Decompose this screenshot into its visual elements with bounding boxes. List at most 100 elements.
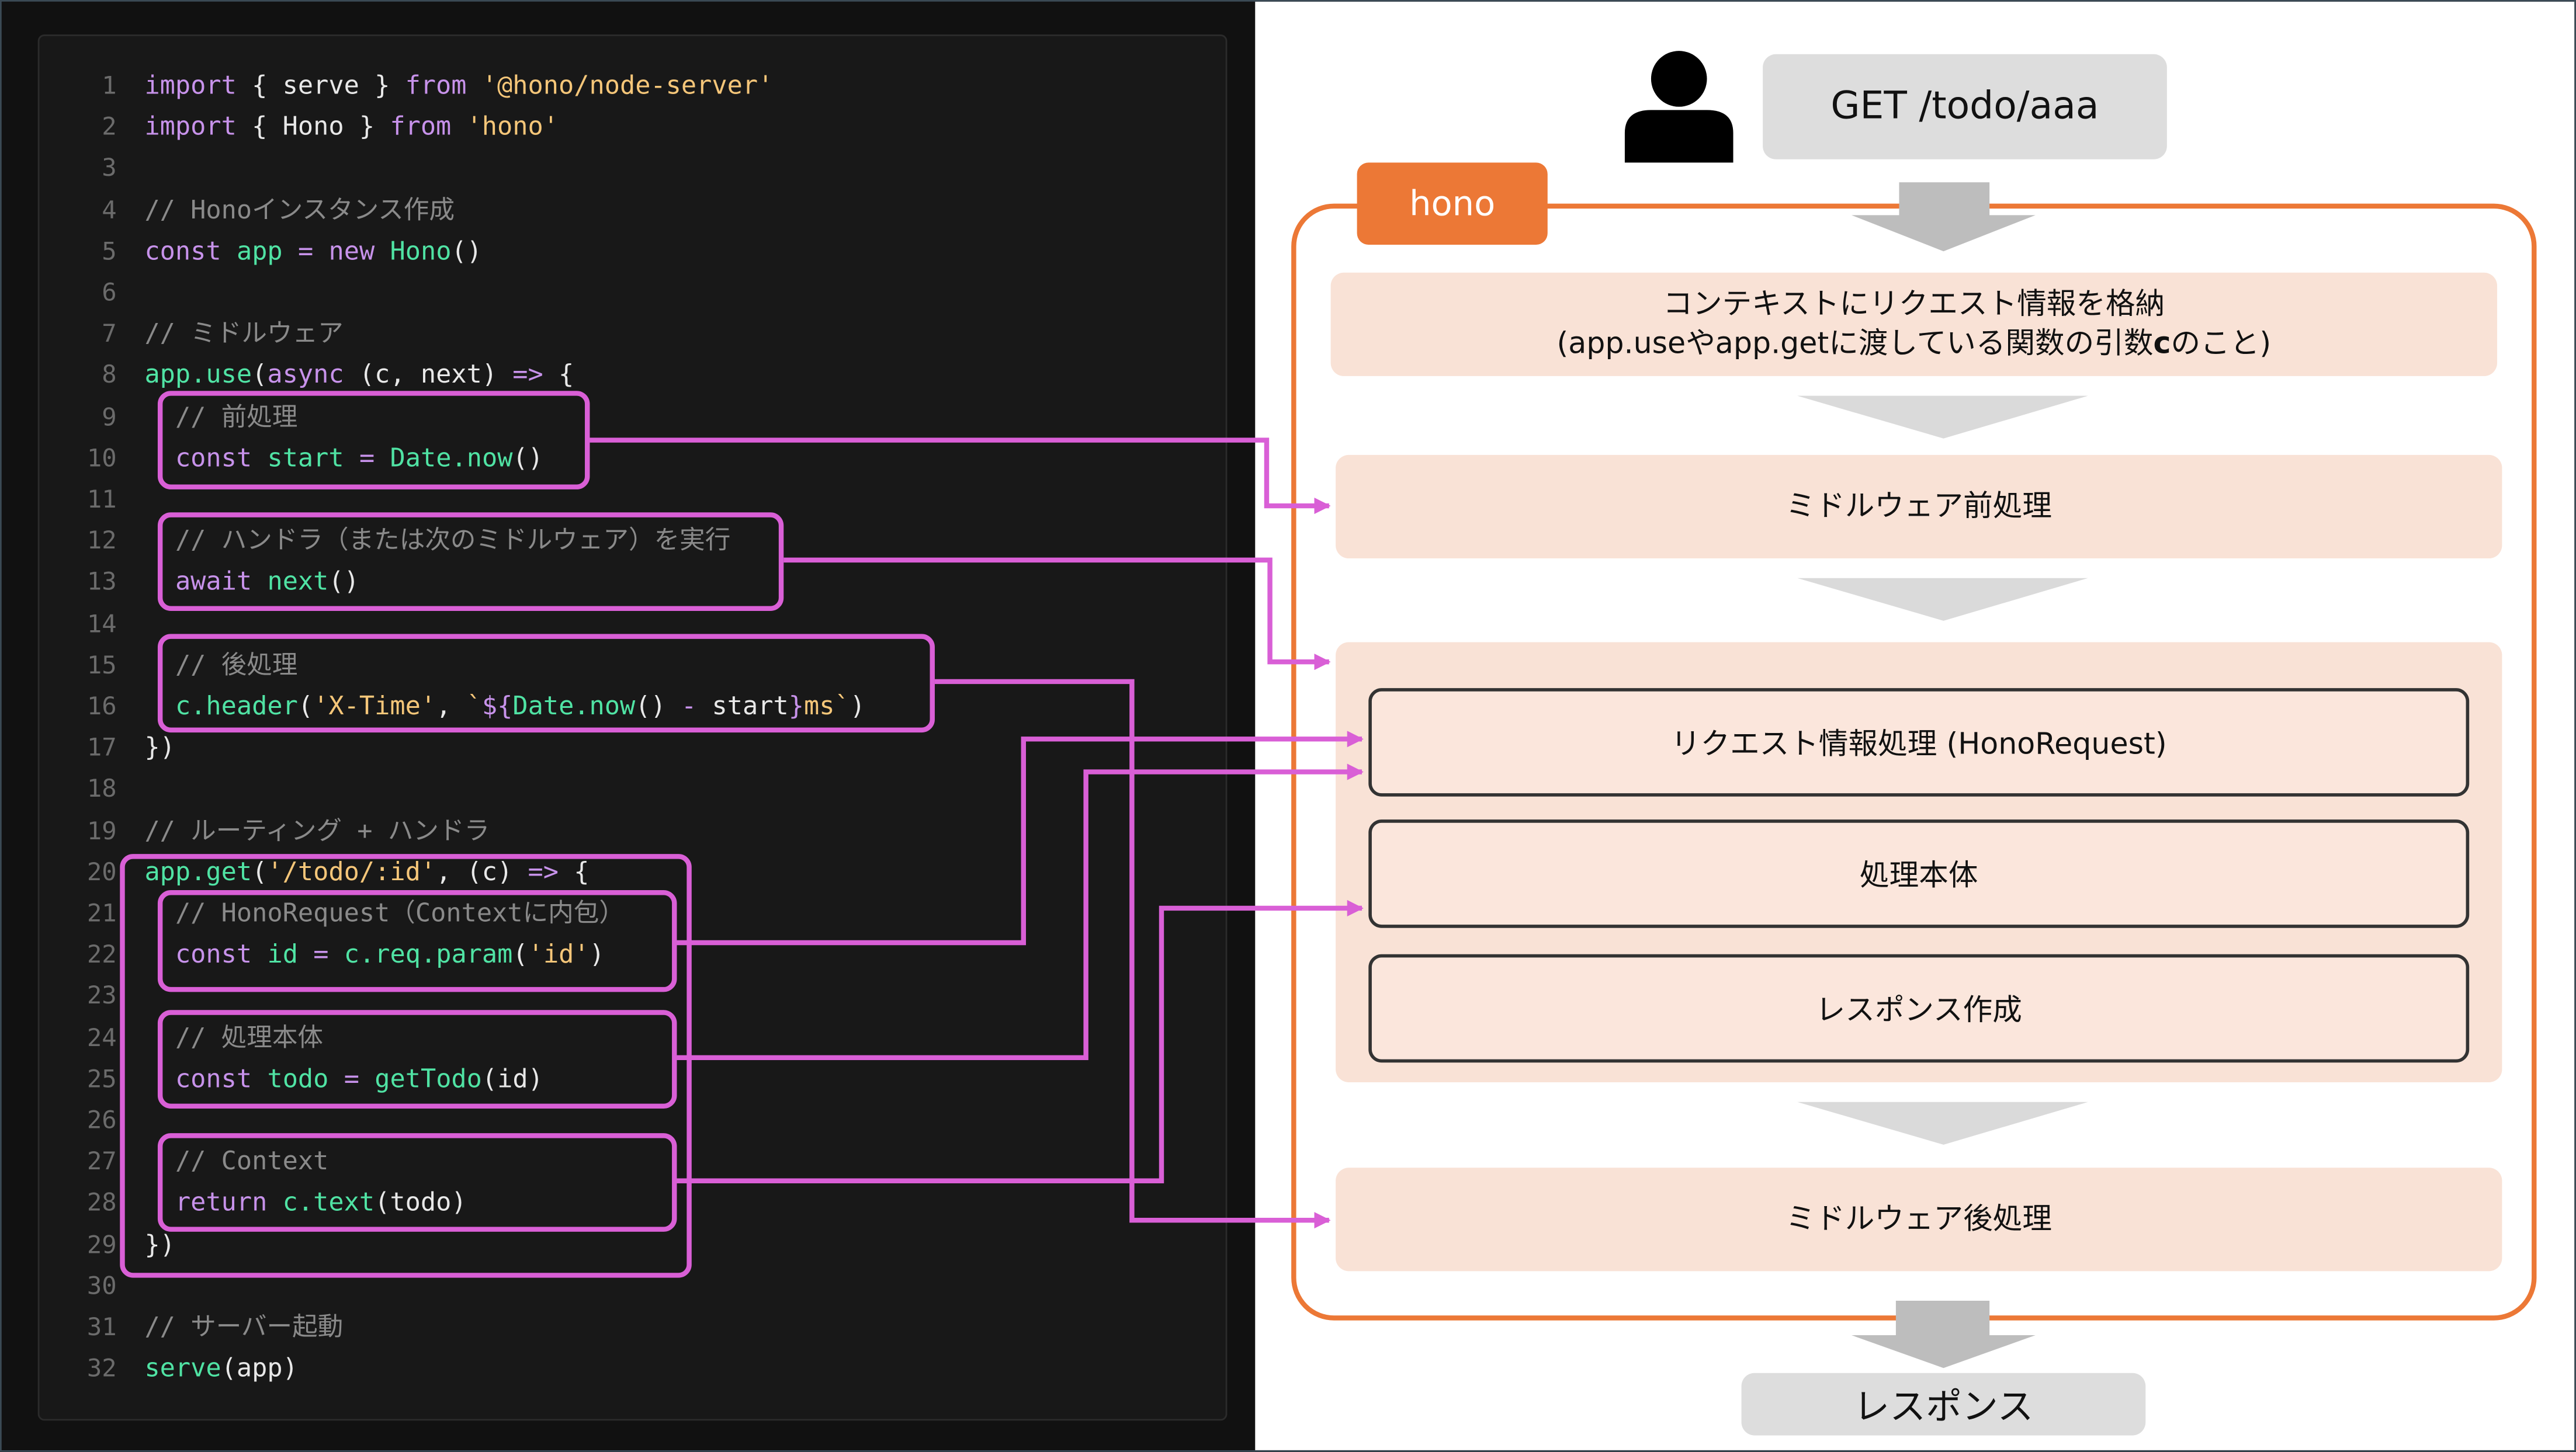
code-token: await [175,567,252,597]
code-token: ) [589,939,605,970]
middleware-pre-box: ミドルウェア前処理 [1336,454,2502,559]
code-token: 'X-Time' [313,691,436,721]
code-token: async [267,360,344,390]
code-token: = [344,1064,359,1094]
code-token: { [543,360,574,390]
code-token: (c, next) [344,360,513,390]
code-token: c.header [175,691,298,721]
code-line: const id = c.req.param('id') [144,938,605,971]
code-token: c.text [282,1188,375,1218]
highlight-next-call [157,512,784,612]
code-line: }) [144,1228,175,1260]
code-token: ( [512,939,528,970]
highlight-pre-processing [157,391,590,489]
code-line: return c.text(todo) [144,1186,467,1219]
code-token: ( [252,857,268,887]
code-token: = [297,236,314,266]
code-token: // ルーティング + ハンドラ [144,815,490,845]
code-line: const start = Date.now() [144,442,543,474]
line-number: 12 [86,526,117,555]
code-token: { [559,857,590,887]
line-number: 30 [86,1270,117,1301]
code-token: { serve } [236,70,405,100]
code-token: serve [144,1353,221,1384]
response-creation-box: レスポンス作成 [1368,954,2470,1063]
code-token: const [144,236,221,266]
request-box: GET /todo/aaa [1763,54,2167,159]
code-token: id [267,939,298,970]
code-token: () [328,567,359,597]
code-token: app.get [144,857,252,887]
code-token: // Context [175,1147,329,1176]
line-number: 16 [86,691,117,721]
code-token: c.req.param [344,939,513,970]
code-token: // ハンドラ（または次のミドルウェア）を実行 [175,526,731,555]
code-line: }) [144,731,175,764]
code-line: // Context [144,1145,328,1177]
code-token: new [328,236,375,266]
code-token: '@hono/node-server' [481,70,774,100]
code-token [467,71,482,100]
context-line2-pre: (app.useやapp.getに渡している関数の引数 [1556,326,2154,361]
code-token: = [313,939,329,970]
code-token: ${ [481,691,513,721]
code-line: // HonoRequest（Contextに内包） [144,897,625,929]
code-token: (app) [221,1353,298,1384]
code-token: () [512,443,543,473]
line-number: 26 [86,1105,117,1135]
code-line: // ミドルウェア [144,317,343,350]
code-token [313,236,328,266]
code-line: import { Hono } from 'hono' [144,110,559,143]
code-token: import [144,112,237,142]
code-token: Date.now [512,691,636,721]
line-number: 2 [102,112,117,142]
line-number: 11 [86,484,117,515]
middleware-pre-label: ミドルウェア前処理 [1785,488,2053,523]
code-token: const [175,1064,252,1094]
code-line: // 後処理 [144,648,297,681]
code-line: // ハンドラ（または次のミドルウェア）を実行 [144,524,730,557]
request-label: GET /todo/aaa [1830,85,2099,128]
code-token: }) [144,1229,175,1259]
main-processing-label: 処理本体 [1860,859,1978,894]
code-line: app.use(async (c, next) => { [144,359,574,391]
code-token: app [236,236,283,266]
code-token: app.use [144,360,252,390]
code-line: await next() [144,565,359,598]
context-line1: コンテキストにリクエスト情報を格納 [1663,286,2165,321]
code-token: getTodo [375,1064,482,1094]
code-token: todo [267,1064,329,1094]
code-token: // 処理本体 [175,1022,324,1052]
code-token: import [144,70,237,100]
line-number: 22 [86,939,117,970]
code-line: c.header('X-Time', `${Date.now() - start… [144,690,865,722]
context-arg-c: c [2153,326,2171,361]
context-box: コンテキストにリクエスト情報を格納 (app.useやapp.getに渡している… [1330,272,2498,376]
line-number: 14 [86,609,117,638]
code-token: start [267,443,344,473]
code-token: from [405,70,467,100]
line-number: 28 [86,1188,117,1218]
response-box: レスポンス [1741,1373,2146,1436]
code-token: '/todo/:id' [267,857,436,887]
code-token: => [528,857,559,887]
code-token: Hono [390,236,452,266]
code-token: ) [850,691,866,721]
code-token: => [512,360,543,390]
code-line: // 処理本体 [144,1021,323,1054]
code-token: // HonoRequest（Contextに内包） [175,898,625,928]
code-token: start [696,691,789,721]
code-token: const [175,443,252,473]
context-line2-post: のこと) [2171,326,2272,361]
highlight-post-processing [157,634,935,733]
highlight-hono-request [157,890,677,992]
line-number: 13 [86,567,117,597]
code-line: // Honoインスタンス作成 [144,193,455,226]
code-token [451,112,466,142]
hono-tag: hono [1357,162,1548,245]
code-token: (todo) [375,1188,467,1218]
line-number: 8 [102,360,117,390]
main-processing-box: 処理本体 [1368,819,2470,928]
hono-label: hono [1409,183,1496,224]
